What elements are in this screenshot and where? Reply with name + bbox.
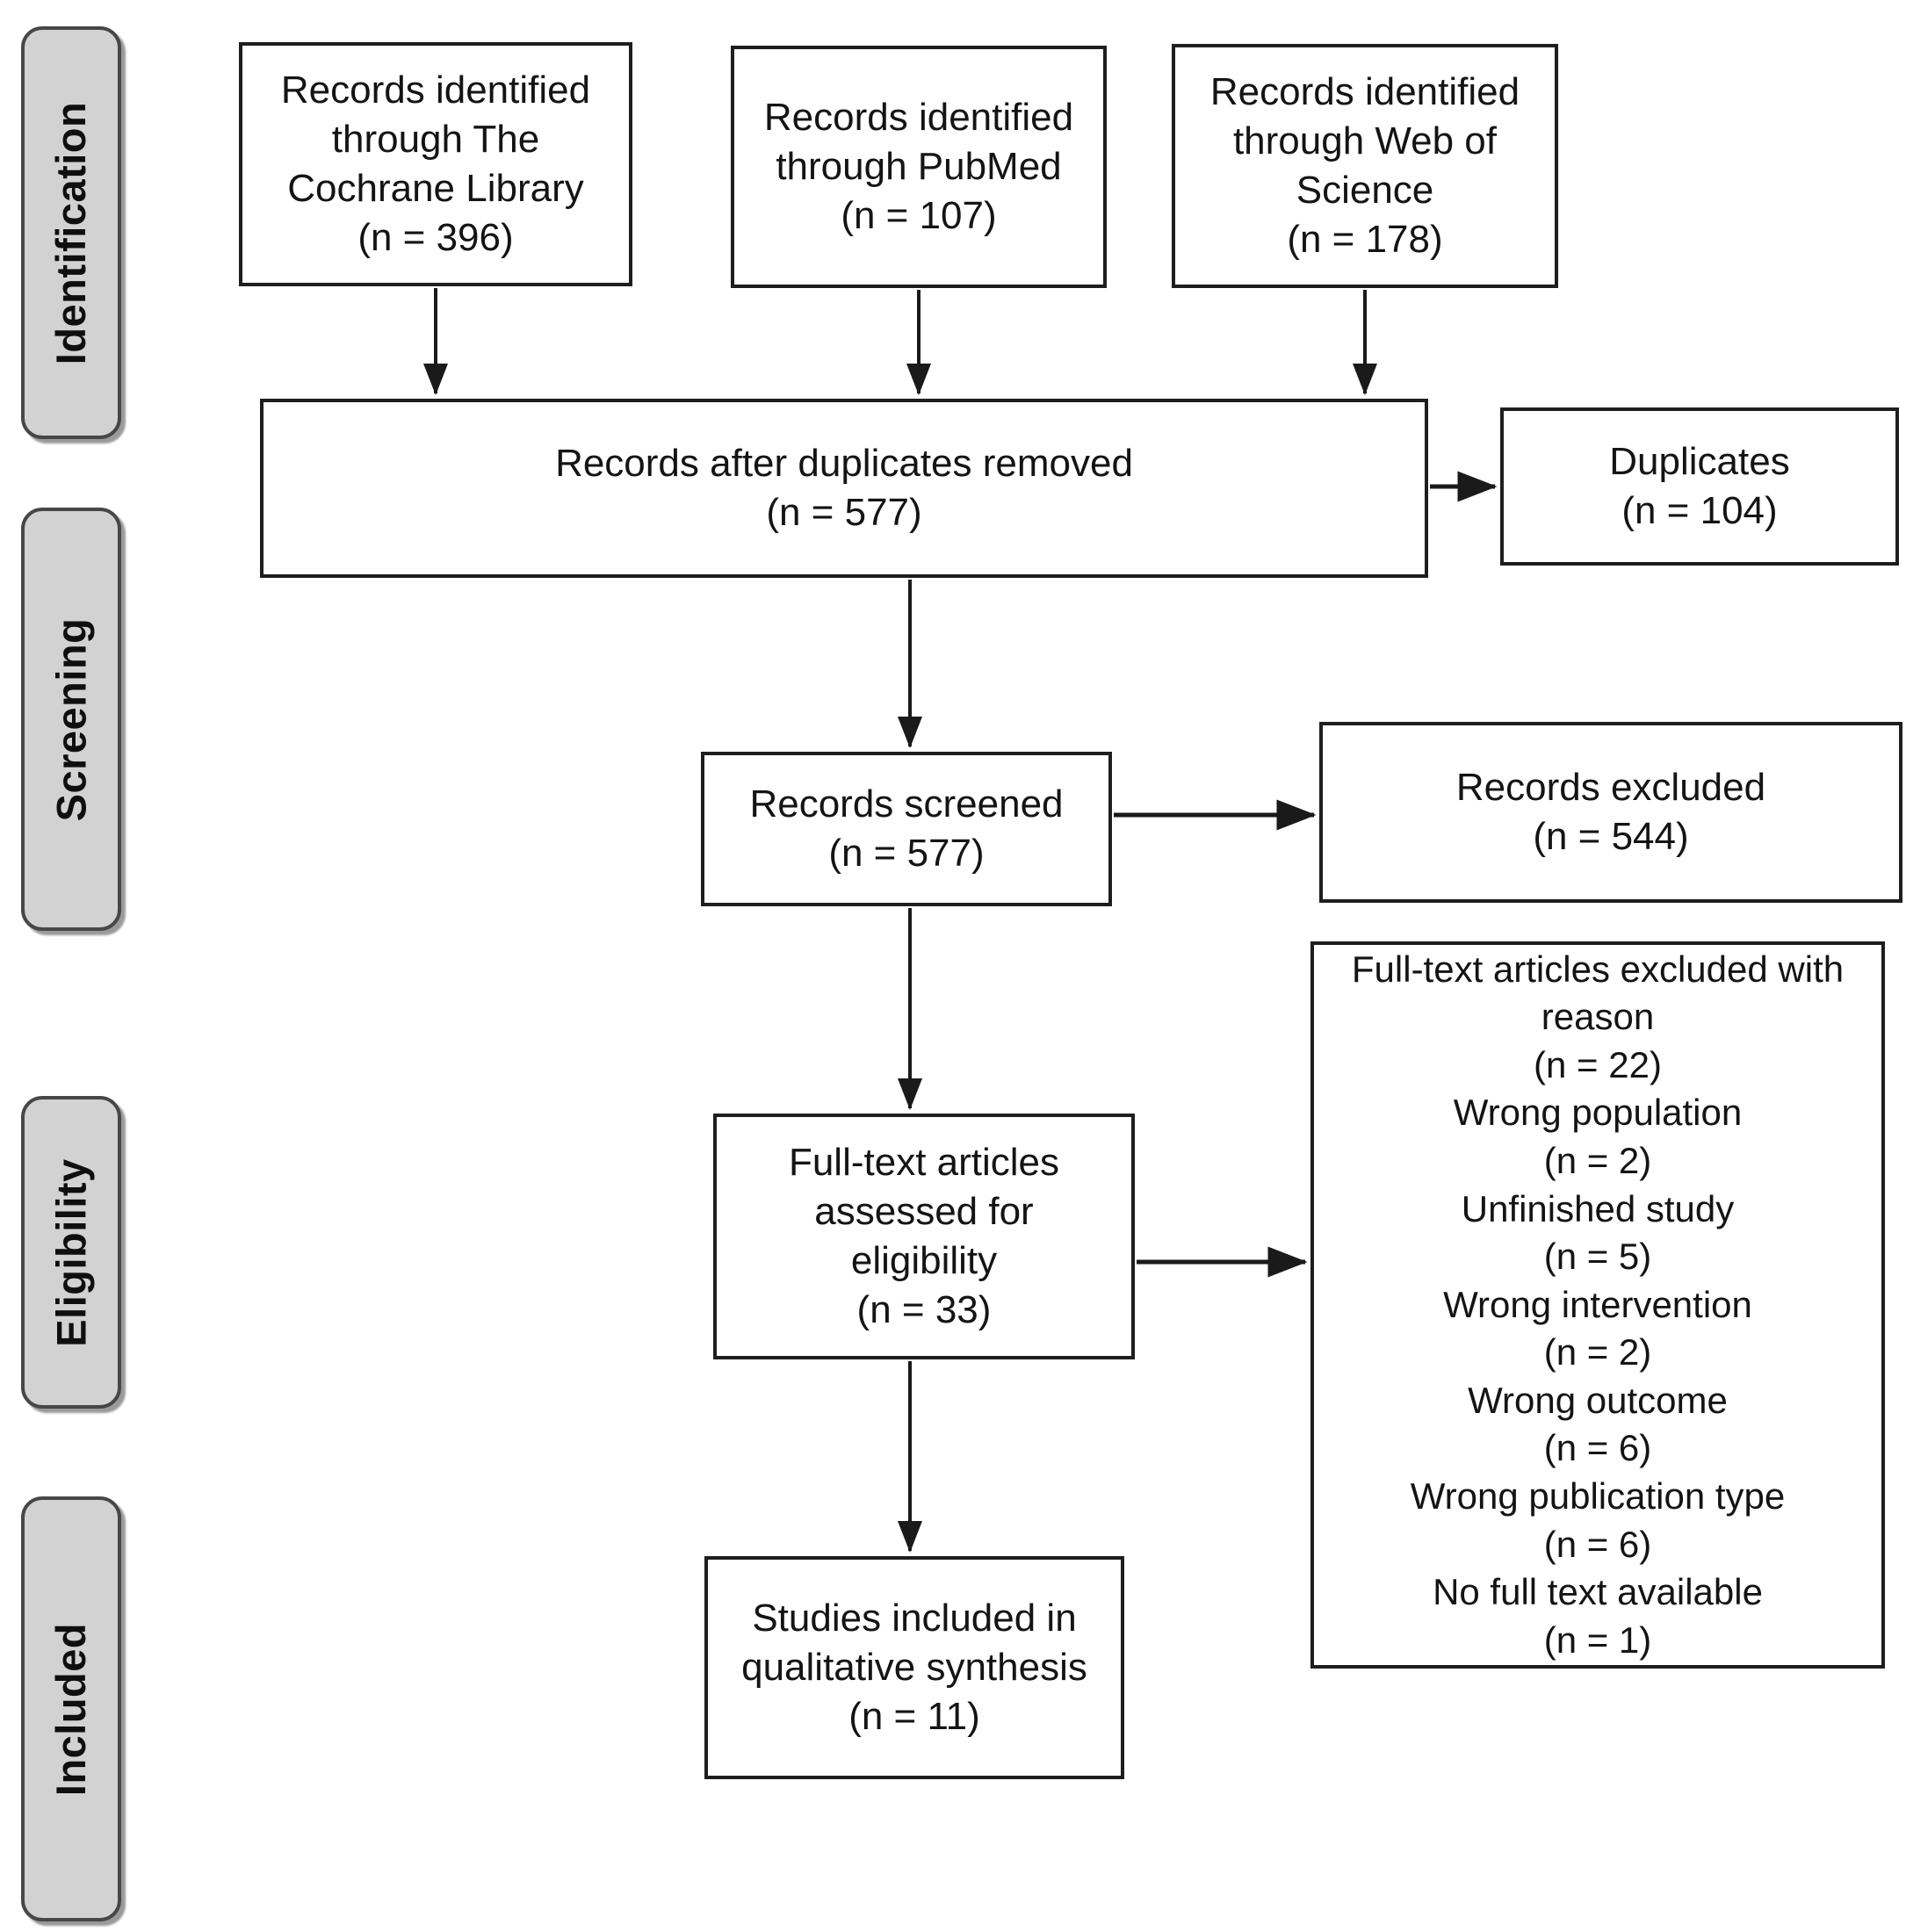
box-fulltext-excluded-with-reason: Full-text articles excluded with reason … (1310, 941, 1885, 1669)
stage-label-identification-text: Identification (47, 101, 95, 364)
box-records-after-duplicates-removed: Records after duplicates removed (n = 57… (260, 399, 1428, 578)
stage-label-identification: Identification (21, 26, 121, 439)
stage-label-eligibility: Eligibility (21, 1096, 121, 1409)
stage-label-included: Included (21, 1496, 121, 1921)
stage-label-screening: Screening (21, 508, 121, 931)
box-records-identified-cochrane: Records identified through The Cochrane … (239, 42, 632, 286)
box-records-screened: Records screened (n = 577) (701, 752, 1112, 906)
box-fulltext-assessed-for-eligibility: Full-text articles assessed for eligibil… (713, 1114, 1135, 1359)
box-studies-included-qualitative-synthesis: Studies included in qualitative synthesi… (704, 1556, 1124, 1779)
stage-label-screening-text: Screening (47, 617, 95, 821)
box-records-identified-web-of-science: Records identified through Web of Scienc… (1172, 44, 1558, 288)
stage-label-included-text: Included (47, 1622, 95, 1796)
box-records-identified-pubmed: Records identified through PubMed (n = 1… (731, 46, 1107, 288)
box-records-excluded: Records excluded (n = 544) (1319, 722, 1902, 903)
box-duplicates: Duplicates (n = 104) (1500, 407, 1899, 566)
stage-label-eligibility-text: Eligibility (47, 1157, 95, 1347)
